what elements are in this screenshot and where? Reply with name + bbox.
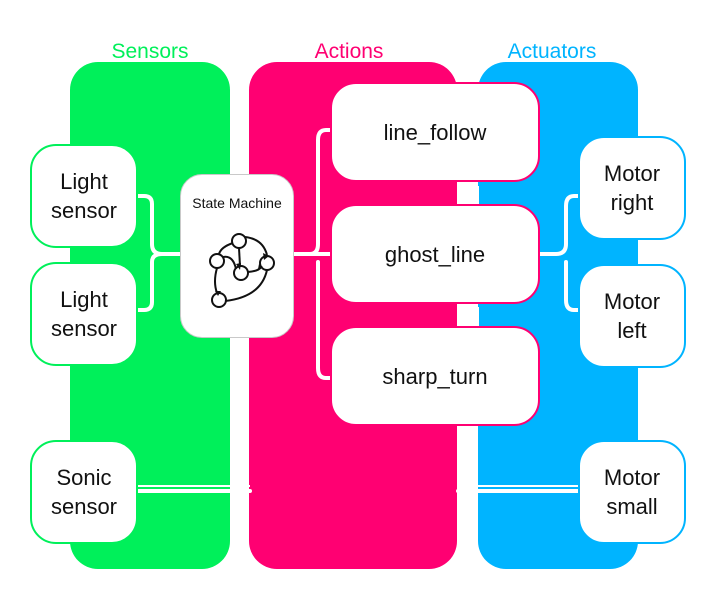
action-bracket-wire <box>290 128 334 256</box>
actuator-bracket-wire-lower <box>564 260 582 312</box>
action-line-follow: line_follow <box>330 82 540 182</box>
sensor-bracket-wire-lower <box>136 252 164 312</box>
motor-small: Motor small <box>578 440 686 544</box>
action-sharp-turn: sharp_turn <box>330 326 540 426</box>
light-sensor-1: Light sensor <box>30 144 138 248</box>
state-machine-icon <box>209 233 275 308</box>
motor-small-label: Motor small <box>603 465 661 519</box>
motor-left: Motor left <box>578 264 686 368</box>
light-sensor-2-label: Light sensor <box>50 287 118 341</box>
motor-right-label: Motor right <box>603 161 661 215</box>
action-bracket-wire-lower <box>316 260 334 380</box>
state-machine-title: State Machine <box>192 195 282 211</box>
action-ghost-line: ghost_line <box>330 204 540 304</box>
state-machine-box: State Machine <box>180 174 294 338</box>
action-sharp-turn-label: sharp_turn <box>382 363 488 389</box>
action-ghost-line-label: ghost_line <box>384 241 486 267</box>
motor-right: Motor right <box>578 136 686 240</box>
light-sensor-1-label: Light sensor <box>50 169 118 223</box>
light-sensor-2: Light sensor <box>30 262 138 366</box>
actions-column-title: Actions <box>314 40 384 63</box>
motor-left-label: Motor left <box>603 289 661 343</box>
sonic-sensor-label: Sonic sensor <box>50 465 118 519</box>
action-line-follow-label: line_follow <box>383 119 487 145</box>
actuator-bracket-wire <box>538 194 582 256</box>
actuators-column-title: Actuators <box>507 40 597 63</box>
action-link-stripe-1 <box>457 186 479 206</box>
sonic-sensor: Sonic sensor <box>30 440 138 544</box>
action-link-stripe-2 <box>457 307 479 327</box>
sensor-bracket-wire <box>136 194 184 256</box>
sensors-column-title: Sensors <box>111 40 189 63</box>
